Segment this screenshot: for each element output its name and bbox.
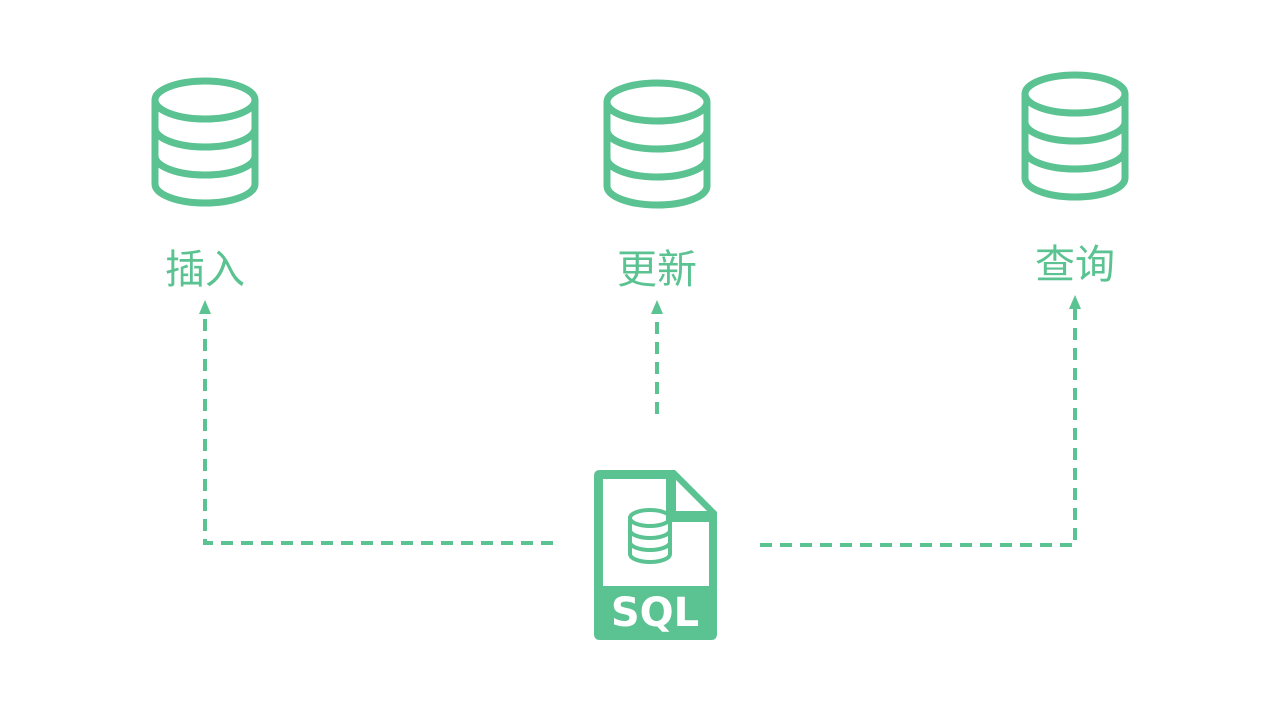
database-node-query: 查询 [1025, 75, 1125, 288]
database-icon [607, 83, 707, 205]
database-icon [1025, 75, 1125, 197]
database-node-update: 更新 [607, 83, 707, 293]
database-label-query: 查询 [1035, 242, 1115, 288]
sql-file-icon: SQL [594, 470, 717, 640]
connector-to-query [760, 307, 1077, 547]
connector-to-insert [203, 312, 553, 545]
arrow-up-icon [199, 300, 211, 314]
database-label-update: 更新 [617, 247, 697, 293]
database-node-insert: 插入 [155, 81, 255, 293]
sql-label: SQL [611, 590, 699, 636]
arrow-up-icon [1069, 295, 1081, 309]
database-label-insert: 插入 [165, 247, 245, 293]
database-icon [155, 81, 255, 203]
arrow-up-icon [651, 300, 663, 314]
